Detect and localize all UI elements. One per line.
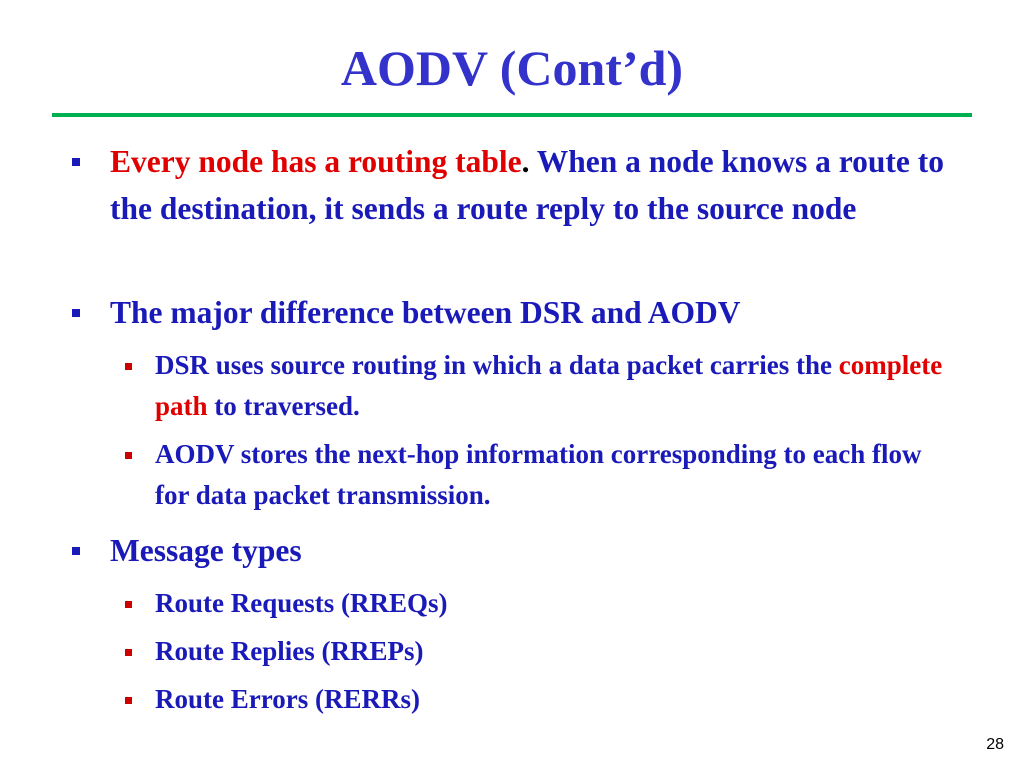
bullet-dsr-vs-aodv: The major difference between DSR and AOD… (110, 295, 741, 330)
slide-title: AODV (Cont’d) (340, 40, 684, 96)
sub-bullet-highlight: complete path (155, 350, 943, 421)
bullet-highlight: Every node has a routing table (110, 144, 522, 179)
bullet-message-types: Message types (110, 533, 302, 568)
sub-bullet-text-pre: DSR uses source routing in which a data … (155, 350, 839, 380)
sub-bullet-square-icon (125, 649, 132, 656)
sub-bullet-rerr: Route Errors (RERRs) (155, 684, 420, 714)
sub-bullet-aodv-next-hop: AODV stores the next-hop information cor… (155, 439, 922, 510)
sub-bullet-square-icon (125, 697, 132, 704)
bullet-square-icon (72, 158, 80, 166)
sub-bullet-rrep: Route Replies (RREPs) (155, 636, 424, 666)
sub-bullet-rreq: Route Requests (RREQs) (155, 588, 448, 618)
page-number: 28 (986, 736, 1004, 753)
sub-bullet-square-icon (125, 363, 132, 370)
title-divider (52, 113, 972, 117)
bullet-square-icon (72, 309, 80, 317)
sub-bullet-square-icon (125, 601, 132, 608)
sub-bullet-text-post: to traversed. (207, 391, 360, 421)
bullet-period: . (521, 144, 530, 179)
bullet-text: When a node knows a route to the destina… (110, 144, 944, 226)
sub-bullet-dsr-source-routing: DSR uses source routing in which a data … (155, 345, 960, 427)
sub-bullet-square-icon (125, 452, 132, 459)
bullet-square-icon (72, 547, 80, 555)
bullet-routing-table: Every node has a routing table. When a n… (110, 138, 950, 232)
